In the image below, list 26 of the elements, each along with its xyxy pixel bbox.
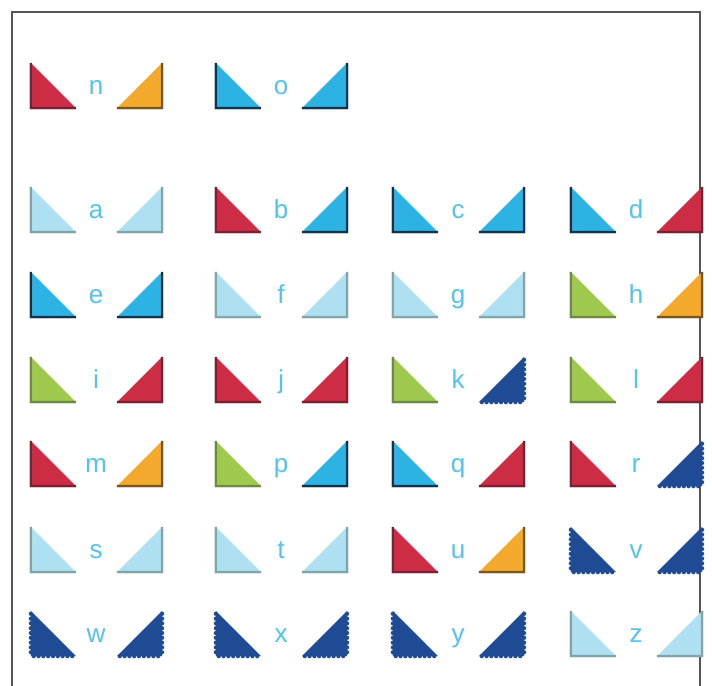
letter-label: z (628, 620, 644, 646)
letter-label: c (450, 196, 466, 222)
letter-label: m (84, 450, 108, 476)
letter-label: k (450, 366, 466, 392)
letter-label: a (88, 196, 104, 222)
letter-label: i (92, 366, 100, 392)
letter-label: s (88, 536, 104, 562)
letter-label: g (450, 281, 466, 307)
letter-label: y (450, 620, 466, 646)
letter-label: p (272, 450, 290, 476)
letter-label: d (628, 196, 644, 222)
letter-label: t (276, 536, 286, 562)
letter-label: j (276, 366, 285, 392)
letter-label: l (632, 366, 640, 392)
letter-label: x (274, 620, 288, 646)
letter-label: u (450, 536, 466, 562)
letter-label: v (628, 536, 644, 562)
letter-label: o (272, 72, 290, 98)
letter-label: b (272, 196, 290, 222)
letter-label: n (88, 72, 104, 98)
letter-label: w (86, 620, 106, 646)
letter-label: q (450, 450, 466, 476)
letter-label: e (88, 281, 104, 307)
letter-label: f (276, 281, 286, 307)
letter-label: h (628, 281, 644, 307)
letter-label: r (630, 450, 642, 476)
